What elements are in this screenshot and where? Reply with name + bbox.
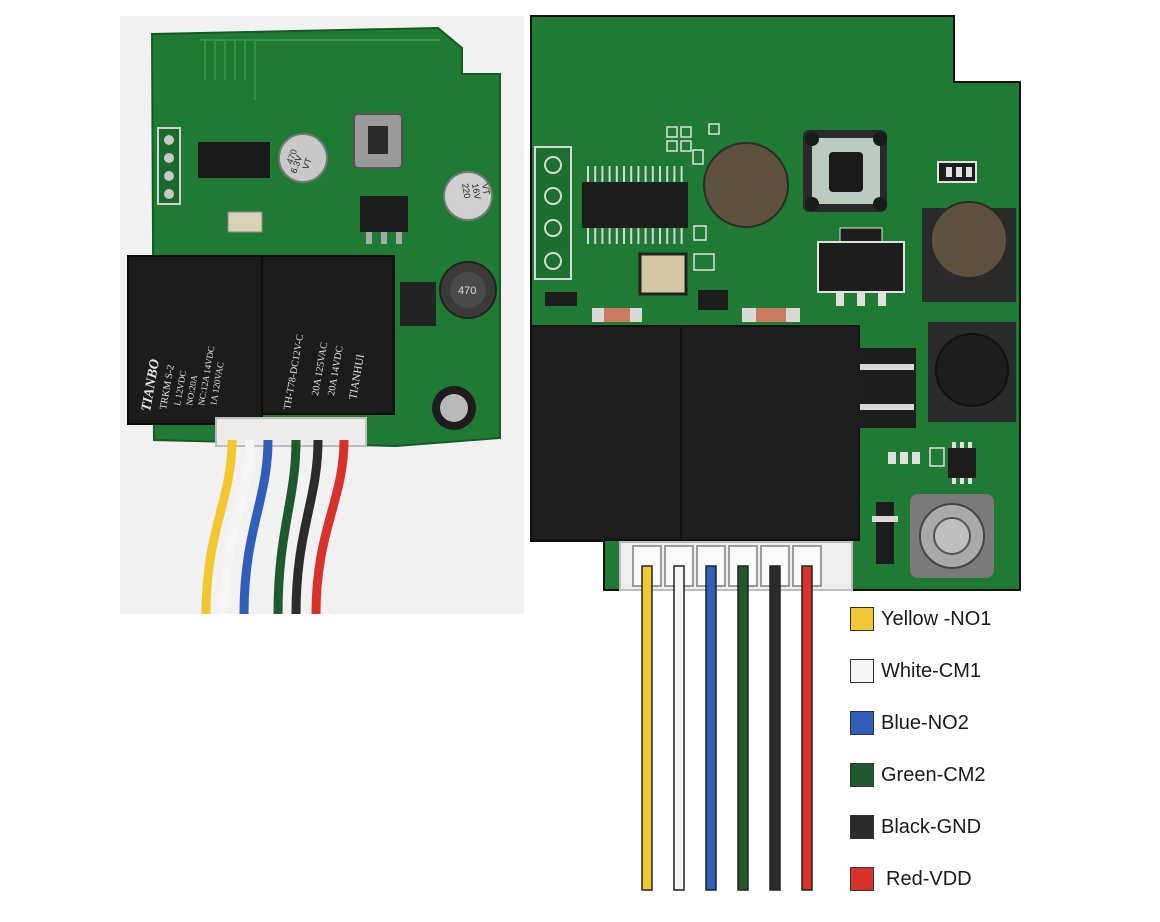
legend-label-blue: Blue-NO2 <box>881 711 969 734</box>
diode-small <box>876 502 894 564</box>
legend-swatch-yellow <box>850 607 874 631</box>
photo-cap-220-vt: VT <box>480 183 492 197</box>
photo-relay-left <box>127 255 263 425</box>
diagram-wire-group <box>641 565 813 891</box>
legend-swatch-white <box>850 659 874 683</box>
photo-crystal <box>227 211 263 233</box>
photo-inductor-label: 470 <box>458 285 476 297</box>
smd-pads <box>666 123 720 165</box>
wire-red <box>801 565 813 891</box>
ic-chip <box>582 166 688 244</box>
legend-label-black: Black-GND <box>881 815 982 838</box>
photo-cap-label-1: 470 <box>285 148 300 166</box>
crystal <box>638 252 688 296</box>
small-pads-b <box>693 253 715 271</box>
wire-blue <box>705 565 717 891</box>
photo-relay-right <box>261 255 395 415</box>
photo-ic-chip <box>198 142 270 178</box>
photo-cap-220-volt: 16V <box>470 183 483 201</box>
photo-wire-white <box>219 439 255 615</box>
legend-label-yellow: Yellow -NO1 <box>881 607 992 630</box>
relay-right <box>680 325 860 541</box>
legend-swatch-black <box>850 815 874 839</box>
photo-cap-220-label: 220 <box>460 183 472 200</box>
legend-swatch-green <box>850 763 874 787</box>
legend-item-white: White-CM1 <box>850 656 981 686</box>
legend-label-red: Red-VDD <box>886 867 972 890</box>
photo-wire-green <box>273 439 301 615</box>
photo-wire-red <box>311 439 349 615</box>
board-photo: 470 470 <box>120 16 524 615</box>
photo-wire-yellow <box>201 439 237 615</box>
antenna-trace <box>200 39 440 100</box>
inductor <box>935 333 1009 407</box>
board-illustration <box>530 15 1021 891</box>
legend-label-green: Green-CM2 <box>881 763 986 786</box>
legend-item-green: Green-CM2 <box>850 760 985 790</box>
photo-wire-blue <box>239 439 273 615</box>
small-ic <box>888 442 976 484</box>
legend-label-white: White-CM1 <box>881 659 982 682</box>
voltage-regulator <box>817 227 905 306</box>
diode-large <box>858 348 916 428</box>
legend-item-red: Red-VDD <box>850 864 972 894</box>
photo-capacitor-220 <box>443 171 493 221</box>
wire-yellow <box>641 565 653 891</box>
photo-diode <box>400 282 436 326</box>
relay-left <box>530 325 682 541</box>
legend-item-blue: Blue-NO2 <box>850 708 969 738</box>
wire-black <box>769 565 781 891</box>
photo-cap-470-vt: VT <box>300 156 314 171</box>
photo-wire-group <box>201 439 349 615</box>
legend-swatch-red <box>850 867 874 891</box>
legend-item-black: Black-GND <box>850 812 981 842</box>
small-pad-pair <box>693 225 707 241</box>
photo-regulator <box>360 196 408 232</box>
photo-wire-black <box>291 439 323 615</box>
wire-white <box>673 565 685 891</box>
photo-pin-header <box>157 127 181 205</box>
wire-green <box>737 565 749 891</box>
push-button <box>803 130 887 212</box>
capacitor-right <box>930 201 1008 279</box>
capacitor-top <box>703 142 789 228</box>
legend-swatch-blue <box>850 711 874 735</box>
pin-header <box>534 146 572 280</box>
transistor <box>698 290 728 310</box>
legend-item-yellow: Yellow -NO1 <box>850 604 991 634</box>
photo-capacitor-470 <box>278 133 328 183</box>
